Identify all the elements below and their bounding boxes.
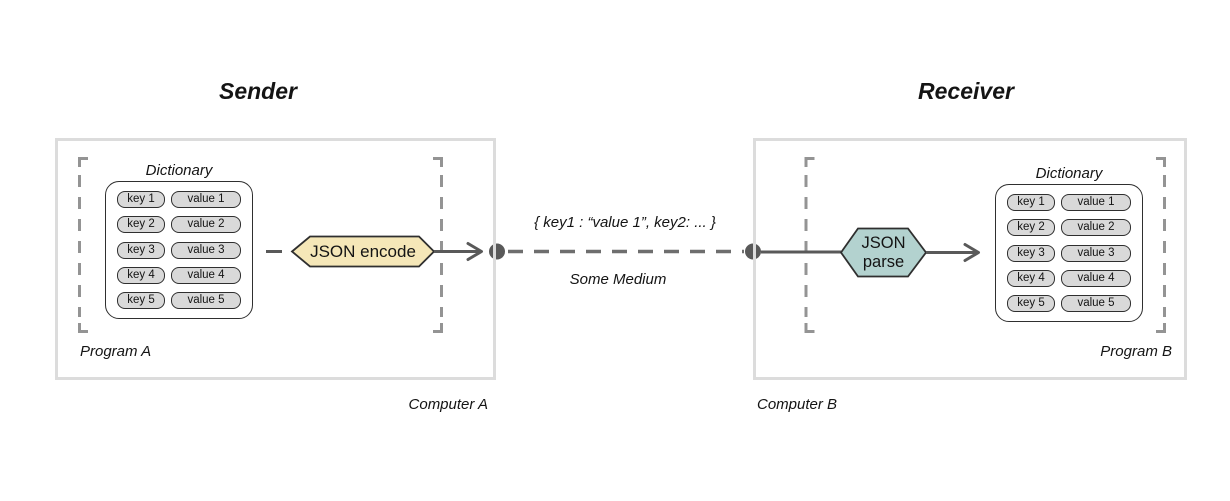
arrowhead-receiver — [963, 243, 980, 262]
medium-message-text: { key1 : “value 1”, key2: ... } — [534, 214, 716, 231]
dictionary-row: key 5 value 5 — [117, 292, 241, 309]
key-pill: key 4 — [117, 266, 165, 284]
dictionary-row: key 3 value 3 — [1007, 244, 1131, 262]
value-pill: value 5 — [1061, 295, 1131, 312]
json-encode-label: JSON encode — [310, 241, 416, 261]
dictionary-row: key 4 value 4 — [117, 266, 241, 284]
bracket-corner — [804, 323, 815, 333]
bracket-corner — [433, 323, 443, 333]
json-parse-label-line2: parse — [862, 253, 905, 271]
receiver-title: Receiver — [918, 78, 1014, 104]
bracket-corner — [1156, 323, 1166, 333]
value-pill: value 1 — [1061, 194, 1131, 211]
program-b-bracket — [804, 157, 1166, 333]
dictionary-row: key 2 value 2 — [117, 216, 241, 234]
json-parse-label: JSON parse — [842, 229, 925, 277]
key-pill: key 3 — [1007, 244, 1055, 262]
key-pill: key 1 — [1007, 194, 1055, 211]
dictionary-row: key 4 value 4 — [1007, 269, 1131, 287]
dictionary-row: key 2 value 2 — [1007, 219, 1131, 237]
value-pill: value 2 — [171, 216, 241, 234]
key-pill: key 2 — [117, 216, 165, 234]
key-pill: key 2 — [1007, 219, 1055, 237]
program-a-bracket — [78, 157, 443, 333]
value-pill: value 5 — [171, 292, 241, 309]
dictionary-row: key 3 value 3 — [117, 241, 241, 259]
computer-b-box — [753, 138, 1187, 380]
json-parse-label-line1: JSON — [861, 234, 906, 252]
dictionary-row: key 5 value 5 — [1007, 295, 1131, 312]
key-pill: key 1 — [117, 191, 165, 208]
value-pill: value 4 — [1061, 269, 1131, 287]
arrowhead-sender — [466, 242, 483, 261]
key-pill: key 4 — [1007, 269, 1055, 287]
dictionary-a: key 1 value 1 key 2 value 2 key 3 value … — [105, 181, 253, 319]
computer-b-label: Computer B — [757, 396, 838, 413]
dictionary-row: key 1 value 1 — [117, 191, 241, 208]
bracket-corner — [78, 157, 88, 167]
key-pill: key 5 — [1007, 295, 1055, 312]
dictionary-a-label: Dictionary — [145, 162, 213, 179]
program-b-label: Program B — [1100, 343, 1172, 360]
computer-a-label: Computer A — [408, 396, 488, 413]
value-pill: value 1 — [171, 191, 241, 208]
dictionary-b: key 1 value 1 key 2 value 2 key 3 value … — [995, 184, 1143, 322]
key-pill: key 5 — [117, 292, 165, 309]
bracket-corner — [433, 157, 443, 167]
program-a-label: Program A — [80, 343, 152, 360]
value-pill: value 3 — [1061, 244, 1131, 262]
dictionary-row: key 1 value 1 — [1007, 194, 1131, 211]
dictionary-b-label: Dictionary — [1035, 165, 1103, 182]
bracket-corner — [1156, 157, 1166, 167]
key-pill: key 3 — [117, 241, 165, 259]
computer-a-box — [55, 138, 496, 380]
medium-label: Some Medium — [569, 271, 667, 288]
bracket-corner — [804, 157, 815, 167]
sender-title: Sender — [219, 78, 297, 104]
value-pill: value 3 — [171, 241, 241, 259]
bracket-corner — [78, 323, 88, 333]
value-pill: value 2 — [1061, 219, 1131, 237]
value-pill: value 4 — [171, 266, 241, 284]
